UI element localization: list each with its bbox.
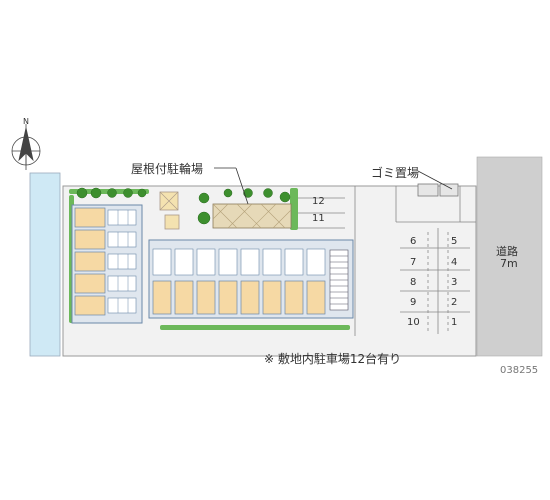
parking-space-number: 5 (451, 236, 458, 247)
stair-icon (329, 249, 349, 311)
parking-space-number: 2 (451, 297, 458, 308)
garbage-leader (417, 170, 453, 190)
road-width-label: 7m (500, 257, 518, 270)
parking-space-number: 8 (410, 277, 417, 288)
unit (306, 280, 326, 315)
unit (74, 229, 106, 250)
planter (159, 191, 180, 230)
bike-parking-roof (212, 203, 292, 229)
parking-note: ※ 敷地内駐車場12台有り (264, 352, 402, 366)
building-left (71, 204, 143, 324)
parking-space-number: 6 (410, 236, 417, 247)
parking-space-number: 7 (410, 257, 417, 268)
parking-space-number: 10 (407, 317, 420, 328)
parking-lot (298, 186, 476, 336)
unit (262, 280, 282, 315)
unit (218, 280, 238, 315)
water-channel (29, 172, 61, 357)
parking-space-number: 9 (410, 297, 417, 308)
unit (152, 280, 172, 315)
unit (74, 251, 106, 272)
unit (74, 295, 106, 316)
parking-space-number: 4 (451, 257, 458, 268)
garbage-station (417, 183, 459, 197)
unit (74, 207, 106, 228)
north-label: N (23, 117, 29, 126)
unit (174, 280, 194, 315)
bike-parking-label: 屋根付駐輪場 (131, 162, 204, 176)
unit (196, 280, 216, 315)
parking-space-number: 3 (451, 277, 458, 288)
parking-space-number: 1 (451, 317, 458, 328)
north-arrow-icon (11, 124, 41, 170)
map-code: 038255 (500, 365, 539, 376)
unit (240, 280, 260, 315)
road-name-label: 道路 (496, 245, 518, 258)
garbage-label: ゴミ置場 (371, 166, 420, 180)
building-main (148, 239, 354, 319)
parking-space-number: 11 (312, 213, 325, 224)
road-area (476, 156, 543, 357)
parking-space-number: 12 (312, 196, 325, 207)
unit (74, 273, 106, 294)
unit (284, 280, 304, 315)
tree-icon (76, 187, 291, 225)
